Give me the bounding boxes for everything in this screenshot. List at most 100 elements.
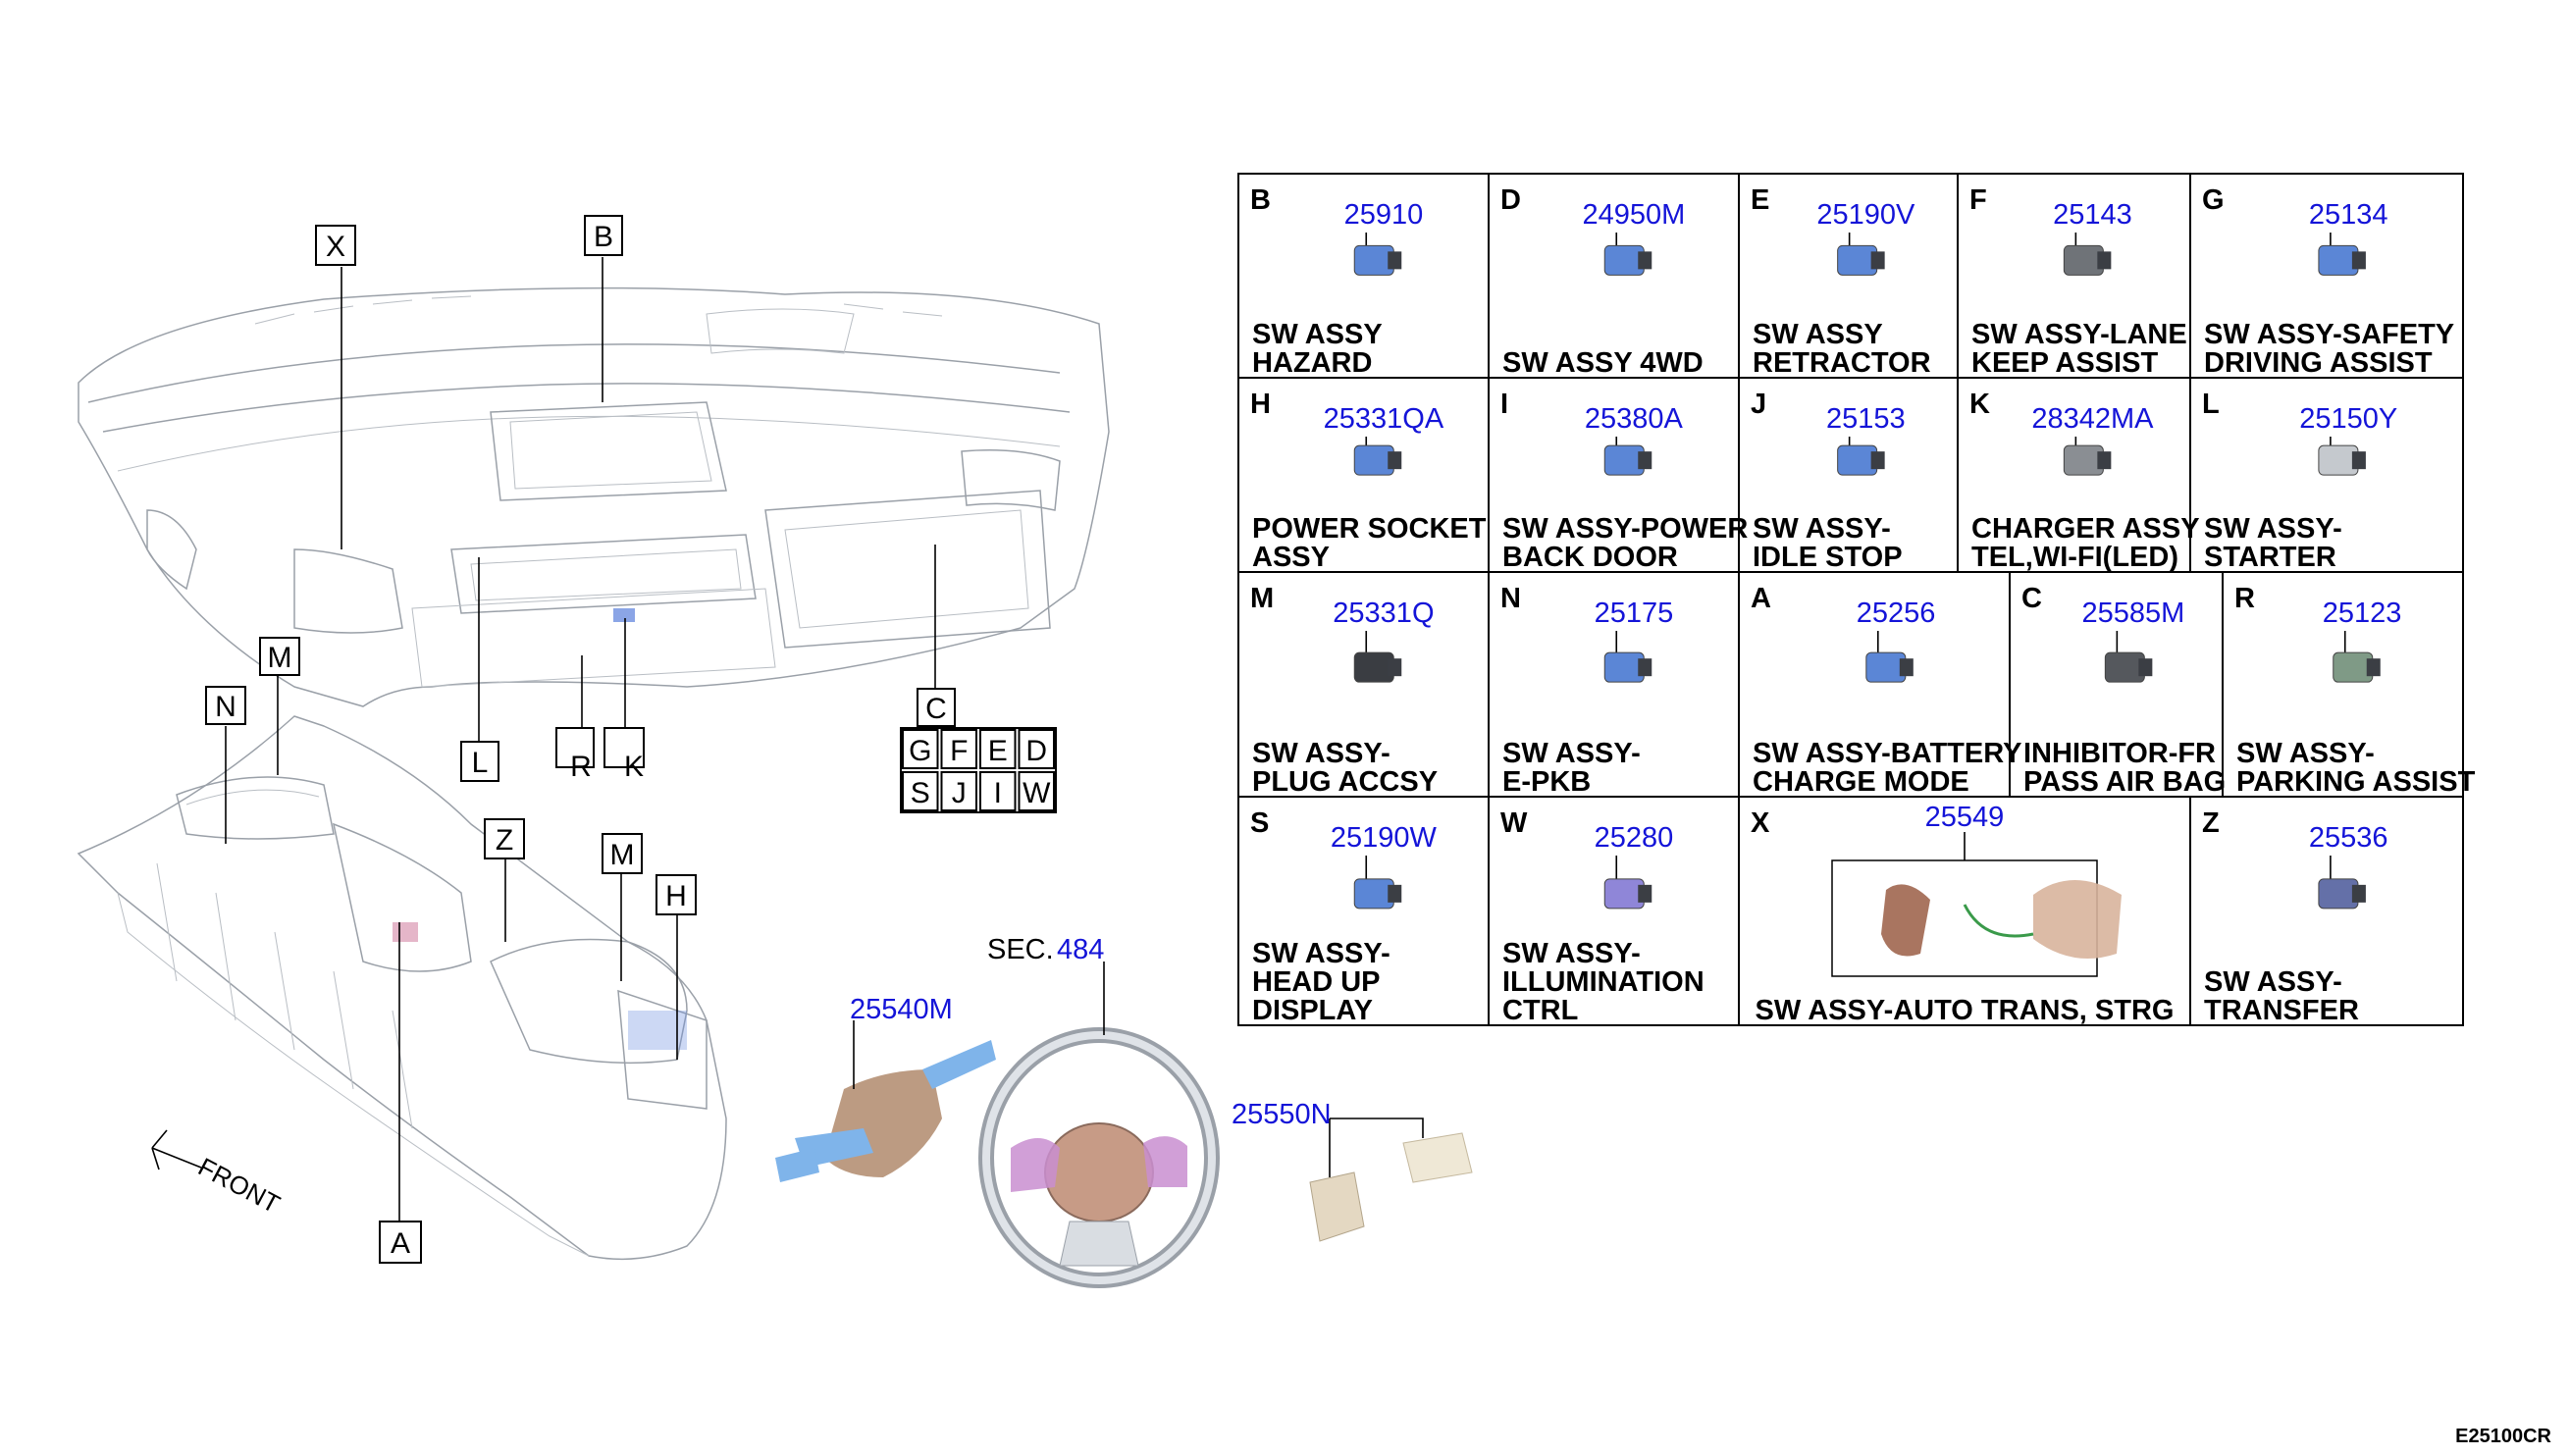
cell-part-number: 25549 [1925,802,2005,833]
cell-letter: F [1969,184,1987,216]
cell-letter: H [1250,389,1271,420]
cell-letter: N [1500,583,1521,614]
svg-text:C: C [925,693,947,725]
cell-part-number: 25190V [1816,199,1915,231]
cell-letter: L [2202,389,2220,420]
cell-part-number: 25134 [2309,199,2388,231]
grid-cell-letter: W [1023,777,1051,809]
cell-description-line: SW ASSY- [2236,738,2375,769]
cell-description-line: SW ASSY-POWER [1502,513,1748,545]
cell-description-line: CHARGER ASSY [1971,513,2200,545]
cell-description-line: SW ASSY- [1753,513,1891,545]
callout-M-lower: M [602,833,643,874]
grid-cell-letter: I [994,777,1002,809]
callout-B: B [584,215,623,256]
connector-icon [1899,658,1914,677]
callout-N: N [205,686,246,725]
cell-letter: B [1250,184,1271,216]
grid-cell-box [902,771,939,811]
connector-icon [2351,884,2366,903]
cell-letter: M [1250,583,1274,614]
grid-cell-letter: D [1025,735,1047,767]
parts-cell-x: X 25549 SW ASSY-AUTO TRANS, STRG [1751,802,2174,1026]
grid-cell-box [1018,729,1055,769]
grid-cell-letter: F [950,735,968,767]
cell-letter: X [1751,807,1770,839]
grid-cell-box [940,771,977,811]
cell-part-number: 25331QA [1324,403,1444,435]
connector-icon [2351,251,2366,270]
center-console-illustration [77,715,727,1261]
callout-C: C [917,688,956,727]
cell-part-number: 25280 [1595,822,1674,854]
cell-description-line: SW ASSY 4WD [1502,347,1704,379]
paddle-switch-left-icon [1881,884,1930,957]
figure-code: E25100CR [2455,1426,2551,1447]
cell-letter: R [2234,583,2255,614]
cell-letter: E [1751,184,1769,216]
cell-description-line: INHIBITOR-FR [2023,738,2216,769]
callout-Z: Z [484,818,525,859]
cell-description-line: SW ASSY- [1502,738,1641,769]
cell-description-line: DRIVING ASSIST [2204,347,2433,379]
connector-icon [1638,658,1652,677]
cell-description-line: SW ASSY-SAFETY [2204,319,2454,350]
cell-description-line: SW ASSY [1753,319,1883,350]
callout-K: K [603,727,645,783]
callout-A: A [379,1221,422,1264]
connector-icon [1638,884,1652,903]
cell-description-line: PASS AIR BAG [2023,766,2226,798]
cell-description-line: PARKING ASSIST [2236,766,2476,798]
front-label: FRONT [193,1152,285,1220]
cell-description-line: SW ASSY- [2204,513,2342,545]
callout-leaders [225,257,936,1222]
cell-description-line: SW ASSY-AUTO TRANS, STRG [1756,995,2175,1026]
cell-description-line: SW ASSY [1252,319,1383,350]
steering-switch-illustration: 25550N [1232,1099,1473,1242]
svg-text:N: N [215,691,236,723]
svg-text:A: A [391,1227,410,1260]
cell-part-number: 25536 [2309,822,2388,854]
connector-icon [2351,451,2366,470]
callout-H: H [656,874,697,915]
cell-letter: Z [2202,807,2220,839]
connector-icon [1388,451,1402,470]
harness-icon [1963,904,2034,938]
cell-description-line: SW ASSY- [2204,966,2342,998]
grid-cell-box [979,729,1017,769]
connector-icon [2366,658,2381,677]
cell-description-line: DISPLAY [1252,995,1373,1026]
grid-cell-letter: S [911,777,930,809]
cell-description-line: RETRACTOR [1753,347,1931,379]
grid-cell-box [979,771,1017,811]
cell-description-line: SW ASSY- [1252,738,1390,769]
callout-M-upper: M [259,637,300,676]
connector-icon [2097,451,2112,470]
svg-text:Z: Z [496,824,513,857]
part-number-25540M: 25540M [850,994,953,1025]
combination-switch-illustration: 25540M [775,994,996,1182]
connector-icon [2138,658,2153,677]
cell-letter: S [1250,807,1269,839]
cell-part-number: 25143 [2053,199,2132,231]
cell-description-line: IDLE STOP [1753,542,1903,573]
cell-part-number: 25380A [1585,403,1684,435]
connector-icon [1638,451,1652,470]
svg-text:K: K [624,751,644,783]
cell-description-line: SW ASSY- [1502,938,1641,969]
cell-part-number: 25331Q [1333,598,1434,629]
cell-description-line: POWER SOCKET [1252,513,1487,545]
connector-icon [1870,251,1885,270]
